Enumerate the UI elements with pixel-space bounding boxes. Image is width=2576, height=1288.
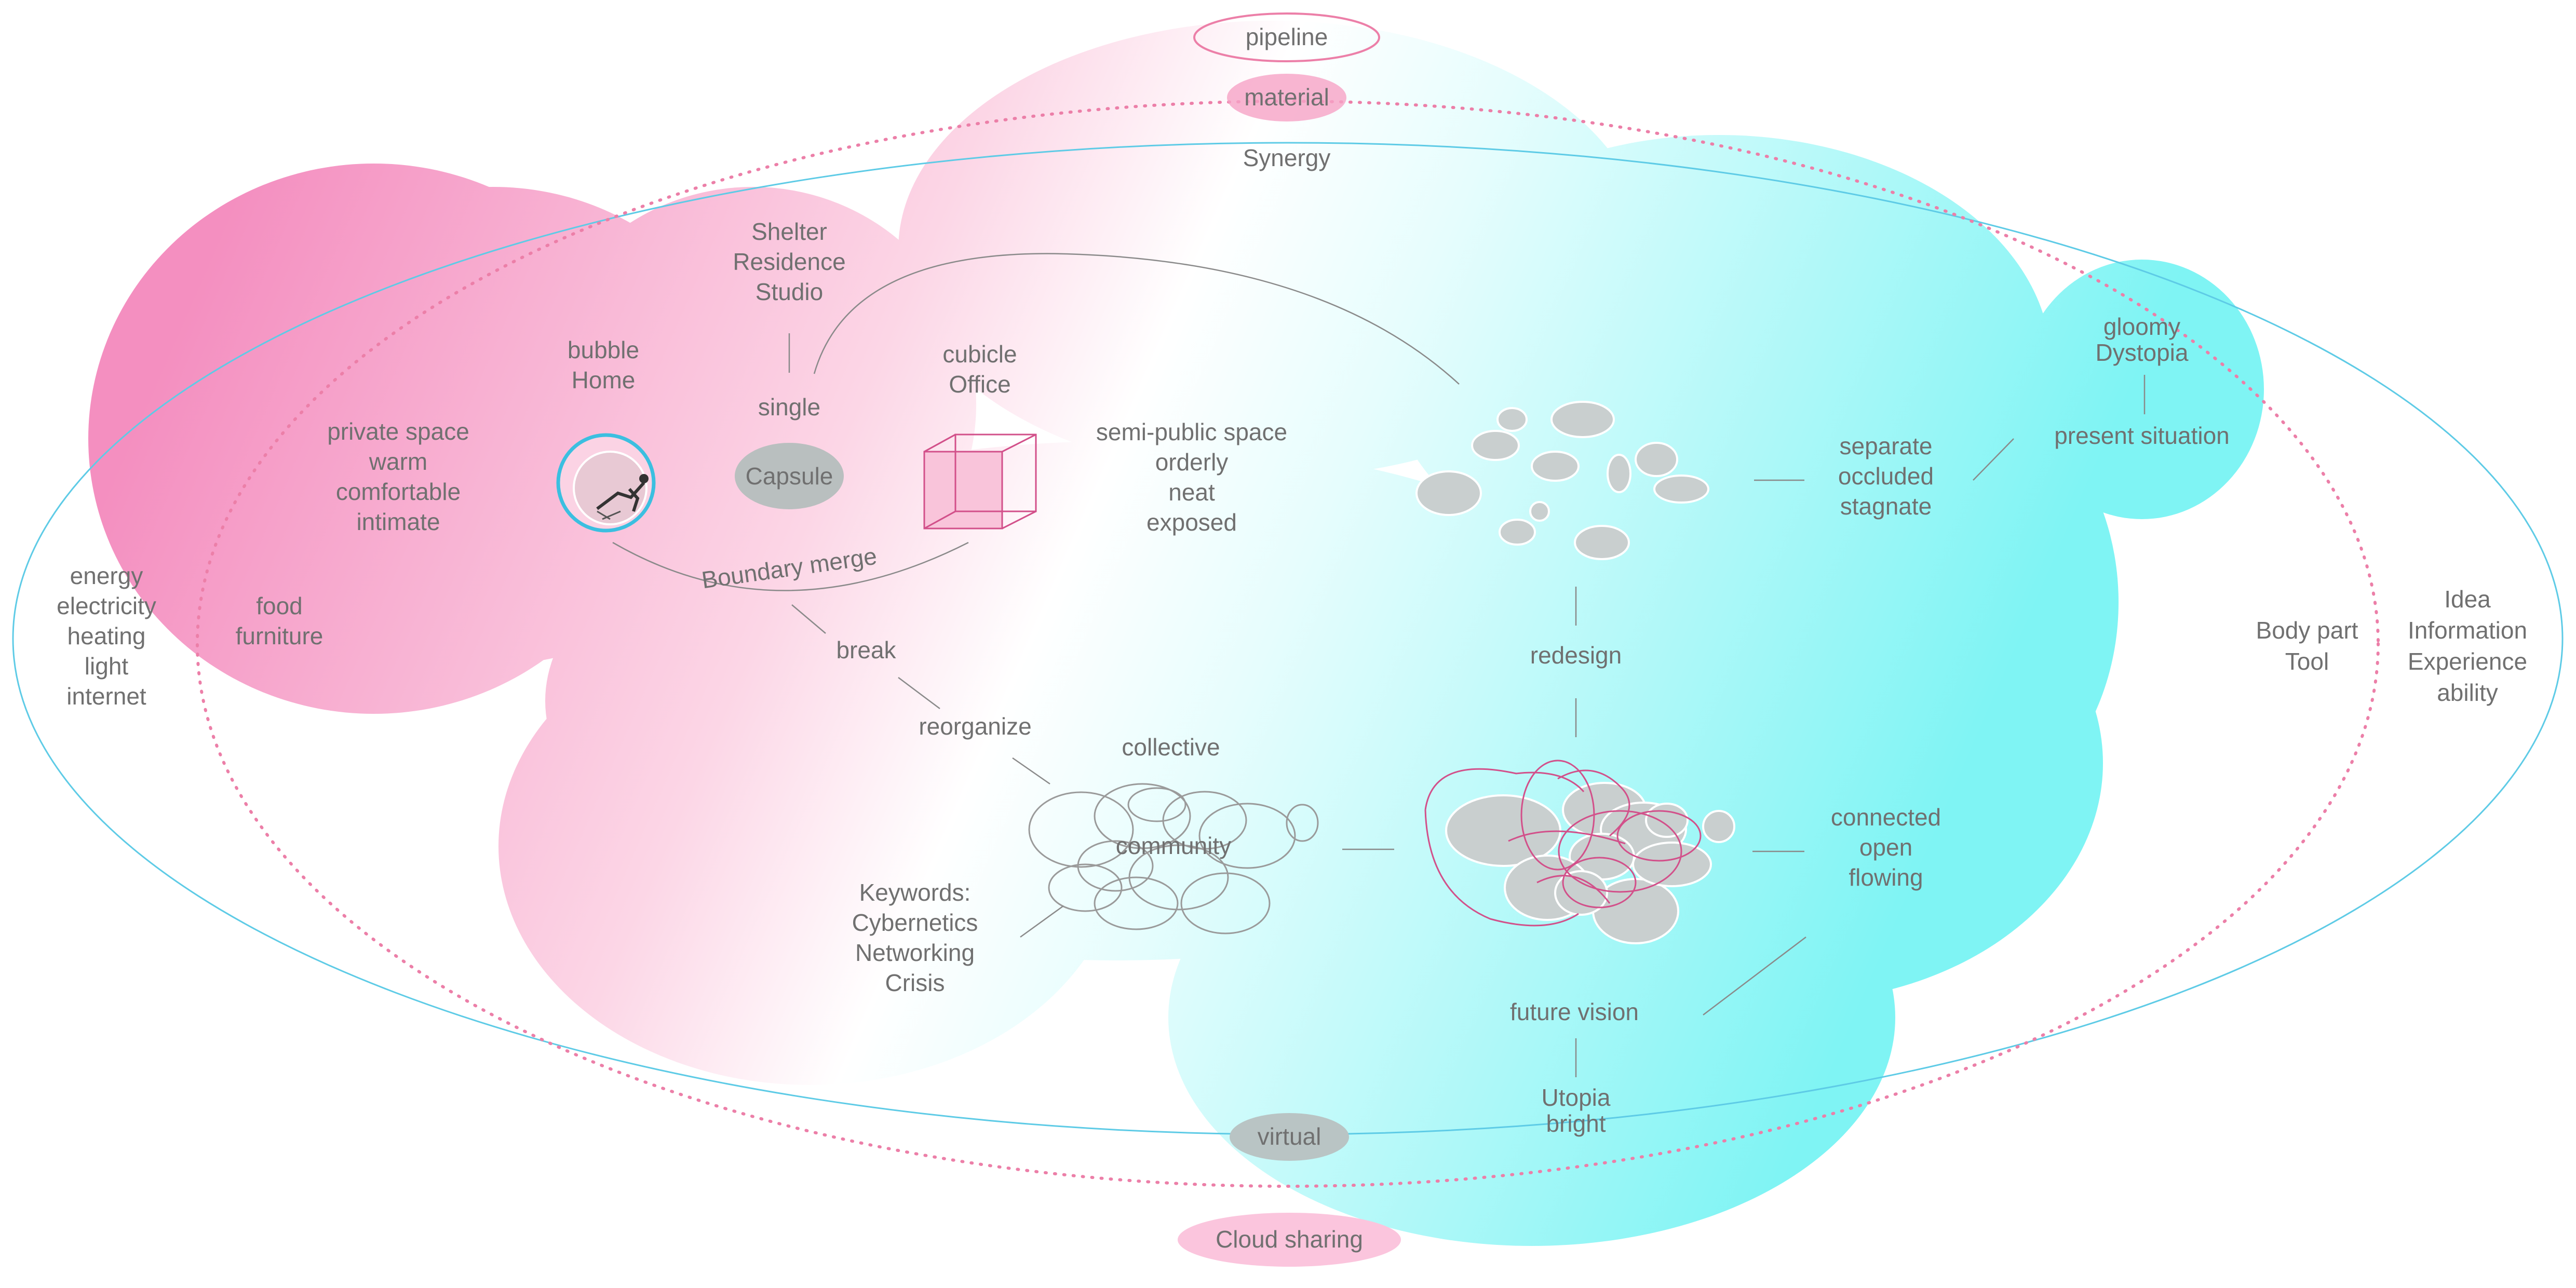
boundary-merge-arc [612, 541, 969, 591]
pipeline-label: pipeline [1246, 23, 1328, 50]
reorganize-label: reorganize [919, 713, 1031, 740]
svg-text:Residence: Residence [733, 248, 845, 275]
person-in-bubble-icon [556, 433, 656, 533]
svg-text:open: open [1859, 834, 1912, 861]
svg-text:Body part: Body part [2256, 617, 2358, 644]
single-label: single [758, 394, 820, 421]
svg-text:Idea: Idea [2444, 586, 2491, 613]
material-pill [1227, 74, 1346, 121]
dotted-ellipse [196, 100, 2380, 1188]
svg-text:bubble: bubble [568, 336, 639, 363]
svg-text:cubicle: cubicle [942, 341, 1017, 368]
svg-text:warm: warm [369, 448, 427, 475]
svg-text:energy: energy [70, 562, 143, 589]
redesign-label: redesign [1530, 642, 1622, 669]
connected-list: connected open flowing [1831, 804, 1941, 891]
cloud-background [88, 21, 2264, 1246]
collective-label: collective [1122, 734, 1220, 761]
separate-list: separate occluded stagnate [1838, 432, 1934, 520]
svg-text:stagnate: stagnate [1840, 493, 1932, 520]
svg-text:connected: connected [1831, 804, 1941, 831]
svg-text:heating: heating [68, 622, 146, 649]
svg-text:Utopia: Utopia [1542, 1084, 1611, 1111]
connected-cluster [1424, 760, 1735, 944]
svg-text:Networking: Networking [855, 939, 975, 966]
svg-text:Home: Home [572, 367, 636, 394]
keywords-list: Keywords: Cybernetics Networking Crisis [852, 879, 978, 996]
break-connector-top [791, 604, 826, 634]
material-label: material [1244, 84, 1329, 111]
community-circles [1028, 783, 1319, 934]
capsule-label: Capsule [746, 463, 833, 490]
body-part-list: Body part Tool [2256, 617, 2358, 675]
gloomy-list: gloomy Dystopia [2096, 313, 2189, 366]
svg-text:comfortable: comfortable [336, 478, 461, 505]
cloud-sharing-label: Cloud sharing [1216, 1226, 1363, 1253]
svg-text:exposed: exposed [1147, 509, 1237, 536]
utopia-list: Utopia bright [1542, 1084, 1611, 1137]
private-space-list: private space warm comfortable intimate [327, 418, 469, 535]
svg-text:separate: separate [1839, 432, 1932, 459]
svg-text:internet: internet [66, 683, 146, 710]
scattered-blobs [1415, 401, 1709, 560]
svg-text:orderly: orderly [1155, 449, 1229, 476]
food-list: food furniture [236, 592, 323, 649]
cube-icon [923, 433, 1037, 530]
svg-text:light: light [85, 653, 129, 680]
svg-text:Office: Office [949, 371, 1010, 398]
present-situation-label: present situation [2054, 422, 2230, 449]
svg-text:Keywords:: Keywords: [859, 879, 971, 906]
svg-text:electricity: electricity [57, 592, 156, 619]
svg-text:intimate: intimate [356, 508, 440, 535]
svg-text:Dystopia: Dystopia [2096, 339, 2189, 366]
svg-text:Crisis: Crisis [885, 969, 945, 996]
present-connector [1973, 438, 2014, 481]
svg-text:furniture: furniture [236, 622, 323, 649]
svg-text:occluded: occluded [1838, 463, 1934, 490]
svg-text:Information: Information [2408, 617, 2527, 644]
arc-to-separate [813, 253, 1460, 385]
svg-text:private space: private space [327, 418, 469, 445]
virtual-pill [1230, 1113, 1349, 1161]
svg-text:neat: neat [1168, 479, 1215, 506]
cubicle-office-list: cubicle Office [942, 341, 1017, 398]
idea-list: Idea Information Experience ability [2408, 586, 2527, 706]
svg-text:food: food [256, 592, 303, 619]
future-vision-label: future vision [1510, 998, 1639, 1025]
capsule-pill [735, 443, 844, 509]
virtual-label: virtual [1258, 1123, 1321, 1150]
svg-text:Studio: Studio [756, 278, 823, 305]
synergy-label: Synergy [1243, 144, 1331, 171]
svg-text:bright: bright [1546, 1110, 1606, 1137]
bubble-home-list: bubble Home [568, 336, 639, 394]
energy-list: energy electricity heating light interne… [57, 562, 156, 710]
svg-text:Tool: Tool [2285, 648, 2329, 675]
svg-text:Experience: Experience [2408, 648, 2527, 675]
break-label: break [836, 636, 896, 663]
community-label: community [1116, 832, 1231, 859]
cloud-sharing-pill [1178, 1213, 1401, 1267]
svg-text:gloomy: gloomy [2103, 313, 2180, 340]
reorganize-connector [1012, 757, 1050, 785]
svg-text:Shelter: Shelter [751, 218, 827, 245]
svg-text:flowing: flowing [1849, 864, 1923, 891]
future-connector [1703, 937, 1806, 1015]
shelter-list: Shelter Residence Studio [733, 218, 845, 305]
break-connector-bottom [898, 677, 940, 709]
pipeline-pill [1193, 12, 1380, 62]
semi-public-list: semi-public space orderly neat exposed [1096, 418, 1287, 536]
svg-text:Cybernetics: Cybernetics [852, 909, 978, 936]
keywords-connector [1020, 905, 1064, 938]
svg-text:ability: ability [2437, 679, 2498, 706]
svg-text:semi-public space: semi-public space [1096, 418, 1287, 445]
